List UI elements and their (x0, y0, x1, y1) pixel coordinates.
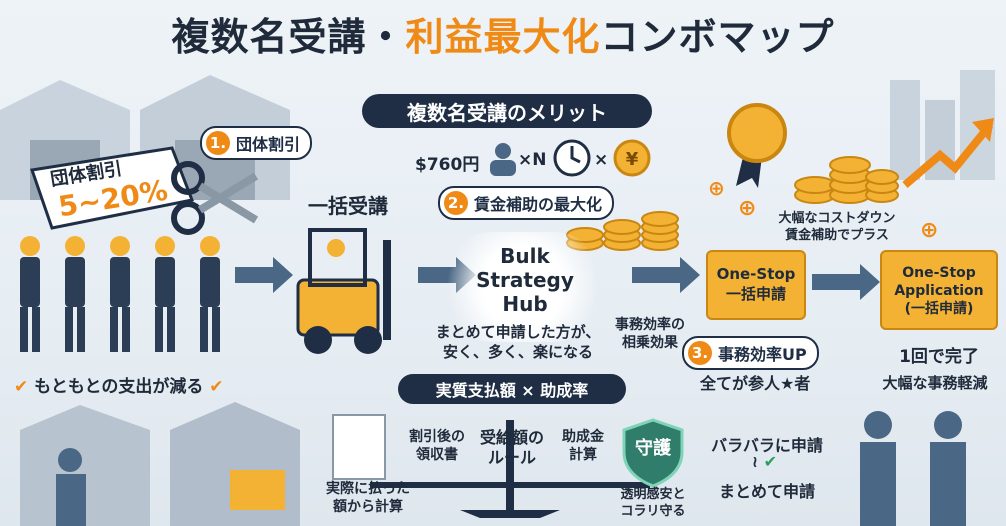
compare-together: まとめて申請 (718, 482, 815, 501)
hub-caption: まとめて申請した方が、安く、多く、楽になる (435, 323, 601, 361)
arrow-right-icon-4 (812, 264, 880, 300)
compare-separate: バラバラに申請 (711, 436, 823, 455)
arrow-right-icon-3 (632, 257, 700, 293)
times-label: × (594, 150, 609, 170)
cost-down-caption: 大幅なコストダウン賃金補助でプラス (778, 211, 896, 243)
title-tail: コンボマップ (600, 15, 835, 59)
title-accent: 利益最大化 (405, 15, 601, 59)
price-label: $760円 (415, 155, 480, 175)
yen-coin-icon: ¥ (613, 139, 651, 177)
all-participants: 全てが参人★者 (700, 374, 811, 393)
synergy-caption: 事務効率の相乗効果 (615, 317, 685, 351)
subsidy-heading: 実質支払額 × 助成率 (398, 374, 626, 404)
check-icon: ✔ (14, 377, 29, 397)
step1-label: 1. 団体割引 (200, 126, 313, 160)
arrow-right-icon (235, 257, 293, 293)
step3-label: 3. 事務効率UP (682, 336, 819, 370)
bulk-label: 一括受講 (308, 194, 388, 218)
admin-reduce-caption: 大幅な事務軽減 (882, 374, 988, 392)
step1-number: 1. (206, 131, 230, 155)
scale-icon (370, 420, 650, 518)
merit-heading: 複数名受講のメリット (362, 94, 652, 128)
svg-text:¥: ¥ (626, 149, 639, 170)
step3-text: 事務効率UP (718, 345, 807, 364)
scissors-icon (171, 161, 258, 235)
discount-tag-shape (29, 146, 195, 230)
receipt-icon (332, 414, 386, 480)
step2-label: 2. 賃金補助の最大化 (438, 186, 615, 220)
step3-number: 3. (688, 341, 712, 365)
step2-text: 賃金補助の最大化 (474, 195, 603, 214)
scale-mid-label: 受給額のルール (479, 428, 544, 467)
medal-icon (727, 103, 787, 188)
times-n-label: ×N (518, 150, 547, 170)
compare-mid: ≀ ✔ (752, 452, 777, 471)
receipt-caption: 実際に払った額から計算 (326, 481, 410, 515)
bottom-warehouse-illustration (20, 402, 300, 526)
plus-icon: ⊕ (708, 176, 725, 200)
scale-left-label: 割引後の領収書 (409, 429, 465, 463)
checkmark-icon: ✔ (763, 452, 777, 471)
page-title: 複数名受講・利益最大化コンボマップ (0, 6, 1006, 61)
workers-group-icon (20, 236, 220, 352)
plus-icon-3: ⊕ (920, 218, 939, 243)
shield-icon (622, 418, 684, 488)
done-once-caption: 1回で完了 (899, 347, 979, 367)
coin-pile-icon (794, 156, 899, 204)
shield-caption: 透明感安とコラリ守る (620, 487, 686, 519)
hub-glow (438, 232, 608, 342)
forklift-icon (296, 228, 391, 354)
clock-icon (553, 139, 591, 177)
scale-right-label: 助成金計算 (562, 429, 604, 463)
title-main: 複数名受講・ (171, 15, 406, 59)
spend-reduce-caption: ✔ もともとの支出が減る ✔ (14, 377, 224, 397)
growth-arrow-icon (902, 118, 994, 189)
shield-label: 守護 (635, 438, 671, 459)
step1-text: 団体割引 (236, 135, 301, 154)
step2-number: 2. (444, 191, 468, 215)
coin-stack-icon (566, 211, 679, 251)
plus-icon-2: ⊕ (738, 196, 757, 221)
bottom-people-illustration (860, 411, 966, 526)
check-icon-2: ✔ (209, 377, 224, 397)
person-icon (490, 143, 516, 176)
city-illustration (890, 70, 995, 180)
